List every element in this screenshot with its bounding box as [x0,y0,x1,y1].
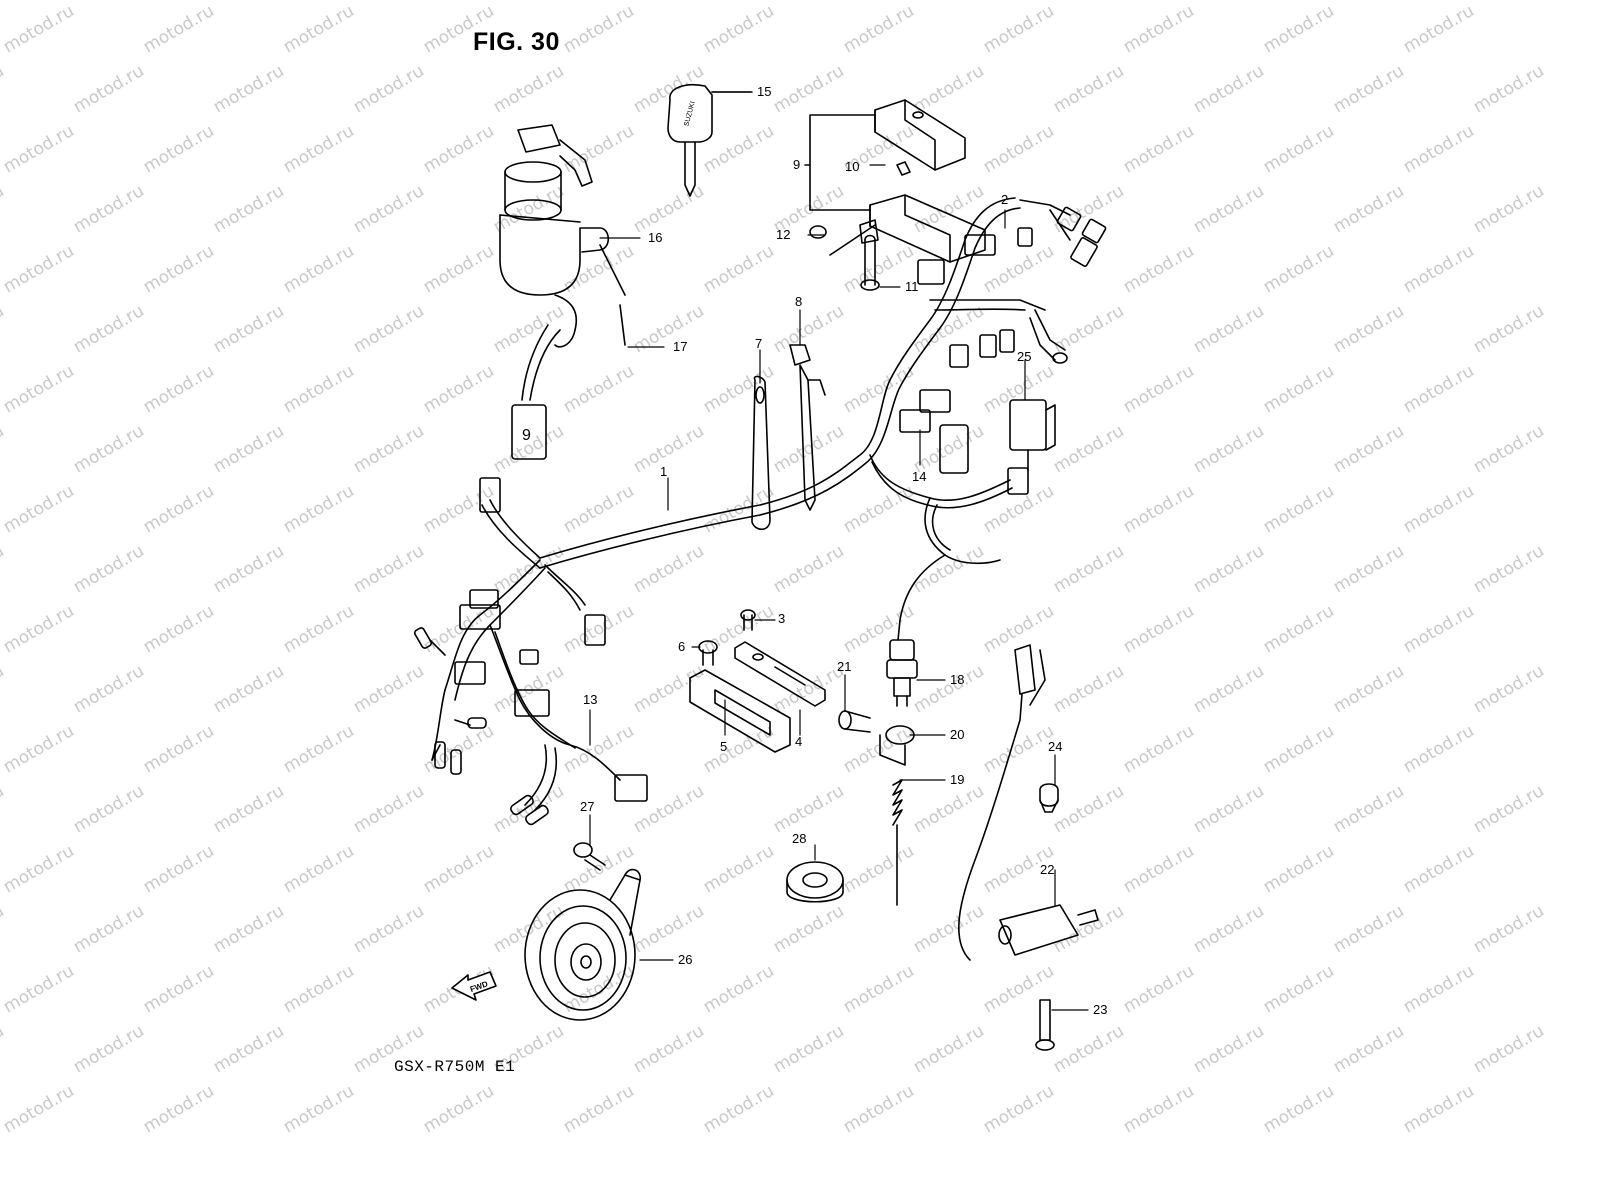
callout-11: 11 [905,279,919,294]
callout-24: 24 [1048,739,1063,754]
fuse-box [804,99,986,263]
callout-8: 8 [795,294,803,309]
relay-25 [1009,399,1056,471]
callout-6: 6 [678,639,686,654]
callout-9: 9 [793,157,801,172]
callout-13: 13 [583,692,598,707]
callout-4: 4 [795,734,803,749]
callout-25: 25 [1017,349,1032,364]
callout-22: 22 [1040,862,1055,877]
callout-23: 23 [1093,1002,1108,1017]
ignition-switch [499,124,626,460]
model-code: GSX-R750M E1 [394,1058,516,1076]
fwd-label: FWD [469,979,489,994]
callout-1: 1 [660,464,668,479]
horn-26 [524,868,641,1021]
bracket-4 [734,641,826,707]
clip-24 [1039,783,1059,813]
bolt-27 [573,842,606,871]
callout-10: 10 [845,159,860,174]
bolt-23 [1035,999,1055,1051]
spring-19 [892,779,903,906]
screw-3 [740,609,756,631]
figure-title: FIG. 30 [473,28,560,56]
key-brand-text: SUZUKI [683,101,696,128]
callout-21: 21 [837,659,852,674]
callout-7: 7 [755,336,763,351]
callout-27: 27 [580,799,595,814]
bracket-5 [689,669,791,753]
callout-15: 15 [757,84,772,99]
side-stand-switch-22 [958,644,1099,961]
callout-2: 2 [1001,192,1009,207]
callout-19: 19 [950,772,965,787]
fwd-arrow [451,971,497,1001]
connector-glyph: 9 [522,427,531,444]
callout-17: 17 [673,339,688,354]
callout-5: 5 [720,739,728,754]
callout-12: 12 [776,227,791,242]
callout-3: 3 [778,611,786,626]
callout-16: 16 [648,230,663,245]
harness-connectors [413,199,1107,826]
callout-20: 20 [950,727,965,742]
callout-28: 28 [792,831,807,846]
neutral-switch-18 [886,554,946,707]
bolt-11 [860,234,880,291]
callout-14: 14 [912,469,927,484]
grommet-28 [786,861,844,903]
clamp-7 [751,375,771,531]
main-wiring-harness [431,197,1046,811]
callout-18: 18 [950,672,965,687]
callout-26: 26 [678,952,693,967]
leader-lines [589,91,1089,1011]
